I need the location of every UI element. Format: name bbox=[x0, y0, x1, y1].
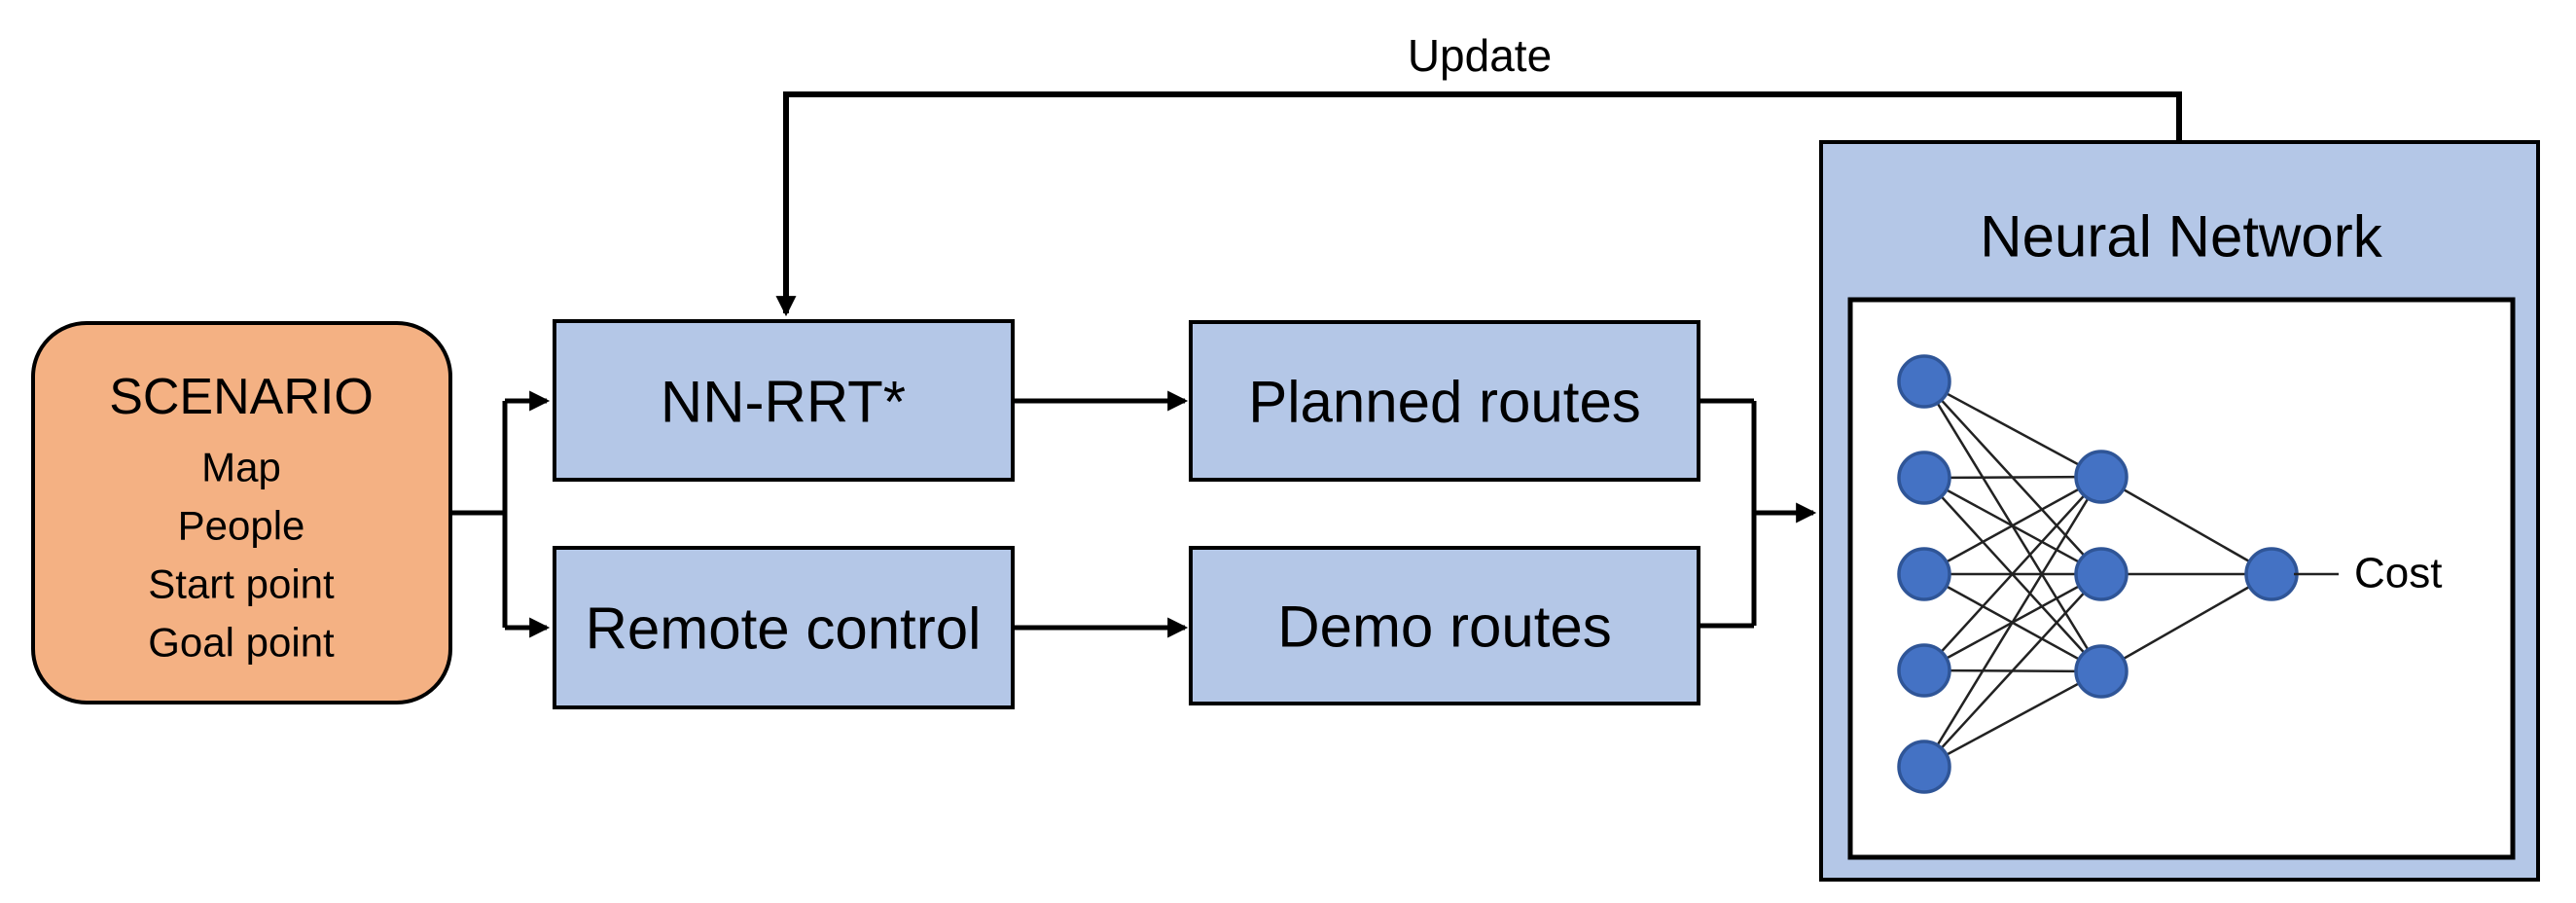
neural-network-inner-panel bbox=[1847, 297, 2516, 860]
update-label: Update bbox=[1408, 30, 1552, 81]
nn-node-layer3 bbox=[2244, 547, 2299, 601]
nnrrt-label: NN-RRT* bbox=[661, 370, 906, 435]
cost-label: Cost bbox=[2354, 550, 2442, 597]
scenario-item-start-point: Start point bbox=[148, 561, 335, 607]
nn-edge-line bbox=[1923, 475, 2102, 480]
nn-graph bbox=[1897, 354, 2299, 794]
demo-routes-box bbox=[1189, 546, 1700, 705]
scenario-item-goal-point: Goal point bbox=[148, 620, 335, 666]
planned-routes-label: Planned routes bbox=[1248, 370, 1641, 435]
nn-edge-line bbox=[1923, 475, 2102, 576]
nn-edge-line bbox=[2100, 572, 2272, 673]
nnrrt-box bbox=[553, 319, 1015, 482]
nn-node-layer2 bbox=[2074, 450, 2129, 504]
nn-node-layer2 bbox=[2074, 644, 2129, 699]
update-feedback-line bbox=[775, 91, 2182, 317]
nn-node-layer2 bbox=[2074, 547, 2129, 601]
nn-edge-line bbox=[2100, 475, 2272, 576]
nn-node-layer1 bbox=[1897, 740, 1951, 794]
nn-edge-line bbox=[1923, 669, 2102, 769]
scenario-branch-line bbox=[450, 401, 508, 628]
demo-routes-label: Demo routes bbox=[1277, 595, 1611, 660]
remote-control-box bbox=[553, 546, 1015, 709]
nn-node-layer1 bbox=[1897, 451, 1951, 505]
remote-control-label: Remote control bbox=[586, 596, 982, 662]
routes-merge-line bbox=[1699, 398, 1757, 629]
nn-edge-line bbox=[1923, 476, 2102, 671]
nn-edge-line bbox=[1923, 379, 2102, 479]
nn-node-layer1 bbox=[1897, 547, 1951, 601]
scenario-item-map: Map bbox=[201, 445, 281, 490]
nn-edge-line bbox=[1922, 476, 2103, 768]
nn-edge-line bbox=[1923, 573, 2102, 768]
nn-node-layer1 bbox=[1897, 354, 1951, 409]
scenario-item-people: People bbox=[178, 503, 305, 549]
neural-network-title: Neural Network bbox=[1980, 204, 2382, 270]
scenario-title: SCENARIO bbox=[109, 369, 374, 425]
planned-routes-box bbox=[1189, 320, 1700, 482]
nn-node-layer1 bbox=[1897, 643, 1951, 698]
